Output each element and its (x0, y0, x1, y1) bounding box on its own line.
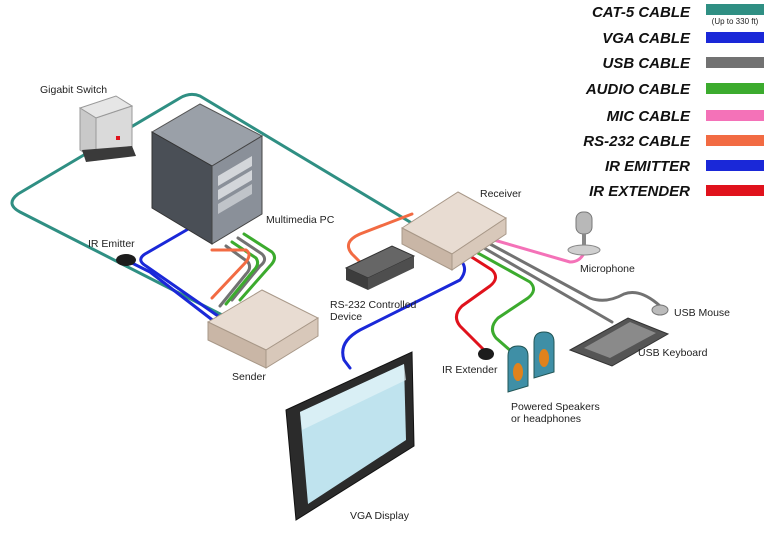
usb-cable-mouse (488, 242, 662, 308)
multimedia-pc-label: Multimedia PC (266, 214, 335, 226)
legend-label-ir-emitter: IR EMITTER (605, 158, 690, 175)
gigabit-switch-icon (78, 95, 136, 162)
ir-extender-cable (455, 254, 497, 352)
rs232-device-icon (344, 245, 416, 290)
legend-item-ir-emitter: IR EMITTER (605, 158, 764, 175)
legend-item-usb: USB CABLE (602, 55, 764, 72)
rs232-cable-receiver (346, 212, 414, 266)
legend-item-vga: VGA CABLE (602, 30, 764, 47)
gigabit-switch-label: Gigabit Switch (40, 84, 107, 96)
audio-cable-speakers (474, 250, 535, 354)
usb-mouse-label: USB Mouse (674, 307, 730, 319)
rs232-device-label-2: Device (330, 311, 362, 323)
ir-extender-icon (478, 348, 494, 360)
rs232-cable-sender (210, 248, 251, 300)
legend-item-audio: AUDIO CABLE (585, 81, 764, 98)
legend-label-usb: USB CABLE (602, 55, 690, 72)
legend: CAT-5 CABLE (Up to 330 ft) VGA CABLE USB… (583, 4, 764, 200)
legend-label-cat5: CAT-5 CABLE (592, 4, 691, 21)
rs232-device-label-1: RS-232 Controlled (330, 299, 417, 311)
legend-swatch-cat5 (706, 4, 764, 15)
legend-swatch-ir-extender (706, 185, 764, 196)
legend-swatch-audio (706, 83, 764, 94)
legend-label-ir-extender: IR EXTENDER (589, 183, 690, 200)
vga-cable-pc (139, 226, 220, 318)
legend-swatch-rs232 (706, 135, 764, 146)
legend-item-cat5: CAT-5 CABLE (Up to 330 ft) (592, 4, 764, 26)
receiver-box-icon (401, 191, 507, 271)
usb-cable-keyboard (482, 246, 614, 324)
microphone-label: Microphone (580, 263, 635, 275)
cables (10, 92, 662, 370)
legend-item-rs232: RS-232 CABLE (583, 133, 764, 150)
receiver-label: Receiver (480, 188, 522, 200)
legend-swatch-ir-emitter (706, 160, 764, 171)
legend-label-vga: VGA CABLE (602, 30, 691, 47)
legend-item-mic: MIC CABLE (607, 108, 764, 125)
ir-emitter-cable (128, 260, 217, 324)
legend-swatch-usb (706, 57, 764, 68)
legend-label-audio: AUDIO CABLE (585, 81, 691, 98)
audio-cable-pc (238, 232, 277, 302)
legend-note-cat5: (Up to 330 ft) (712, 17, 759, 26)
sender-box-icon (206, 289, 320, 369)
ir-extender-label: IR Extender (442, 364, 498, 376)
microphone-icon (567, 211, 601, 256)
ir-emitter-label: IR Emitter (88, 238, 135, 250)
usb-cable-pc (230, 236, 267, 302)
vga-display-label: VGA Display (350, 510, 410, 522)
legend-swatch-vga (706, 32, 764, 43)
audio-cable-pc-2 (224, 240, 260, 306)
multimedia-pc-icon (150, 103, 264, 245)
ir-emitter-icon (116, 254, 136, 266)
legend-item-ir-extender: IR EXTENDER (589, 183, 764, 200)
speakers-icon (507, 331, 555, 393)
speakers-label-2: or headphones (511, 413, 581, 425)
legend-swatch-mic (706, 110, 764, 121)
legend-label-rs232: RS-232 CABLE (583, 133, 691, 150)
sender-label: Sender (232, 371, 266, 383)
usb-mouse-icon (651, 304, 669, 316)
legend-label-mic: MIC CABLE (607, 108, 691, 125)
vga-cable-display (341, 260, 467, 370)
vga-display-icon (285, 351, 415, 521)
mic-cable-pc (218, 244, 252, 308)
usb-keyboard-label: USB Keyboard (638, 347, 708, 359)
speakers-label-1: Powered Speakers (511, 401, 600, 413)
usb-keyboard-icon (568, 317, 670, 367)
